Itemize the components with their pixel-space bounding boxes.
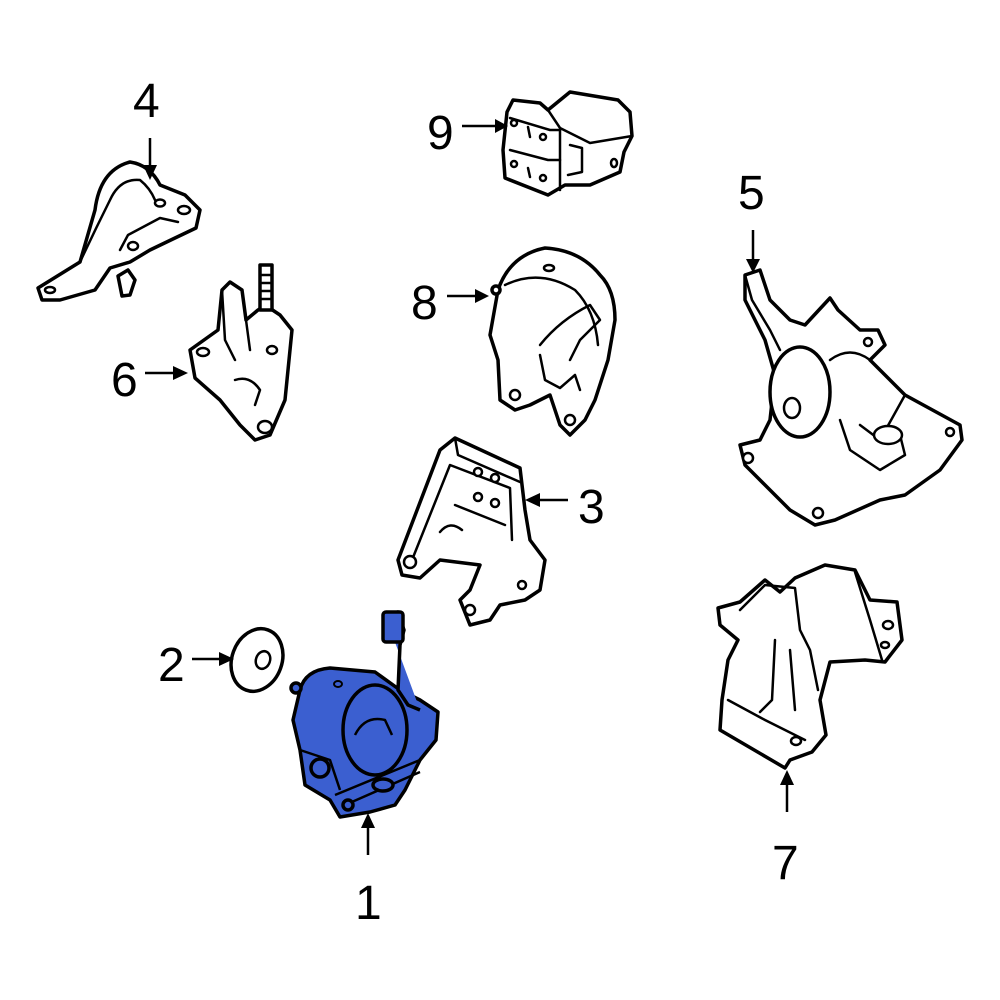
part-8-hydraulic-mount[interactable] <box>488 246 617 437</box>
part-4-upper-mount[interactable] <box>36 160 202 302</box>
part-3-mount-bracket[interactable] <box>396 436 547 627</box>
callout-2[interactable]: 2 <box>158 639 185 692</box>
part-2-washer[interactable] <box>223 621 292 698</box>
callout-5[interactable]: 5 <box>738 167 765 220</box>
callout-4[interactable]: 4 <box>133 75 160 128</box>
part-6-stud-bracket[interactable] <box>188 263 294 442</box>
part-7-rear-bracket[interactable] <box>716 563 904 770</box>
callout-1[interactable]: 1 <box>355 877 382 930</box>
callout-9[interactable]: 9 <box>427 107 454 160</box>
callout-7[interactable]: 7 <box>772 837 799 890</box>
part-1-engine-mount-highlighted[interactable] <box>289 610 440 819</box>
callout-3[interactable]: 3 <box>578 481 605 534</box>
callout-8[interactable]: 8 <box>411 277 438 330</box>
callout-arrows <box>143 119 794 855</box>
part-5-transmission-mount[interactable] <box>738 268 964 527</box>
part-9-insulator[interactable] <box>501 90 634 197</box>
callout-6[interactable]: 6 <box>111 354 138 407</box>
